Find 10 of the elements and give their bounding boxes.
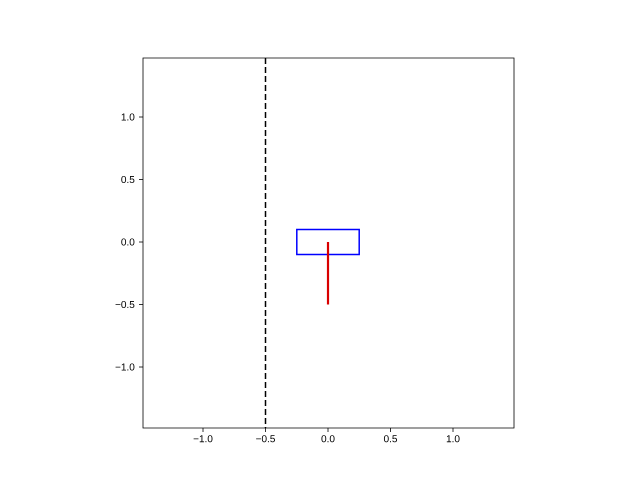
tick-label: −0.5 xyxy=(116,300,134,308)
tick-label: 0.5 xyxy=(384,435,398,442)
tick-label: −1.0 xyxy=(116,363,134,371)
tick-label: 0.0 xyxy=(121,238,134,246)
tick-label: 0.0 xyxy=(321,435,335,442)
tick-label: −0.5 xyxy=(256,435,275,442)
tick-label: −1.0 xyxy=(194,435,212,442)
tick-label: 1.0 xyxy=(122,113,134,121)
tick-label: 0.5 xyxy=(121,176,134,184)
tick-label: 1.0 xyxy=(446,435,460,442)
